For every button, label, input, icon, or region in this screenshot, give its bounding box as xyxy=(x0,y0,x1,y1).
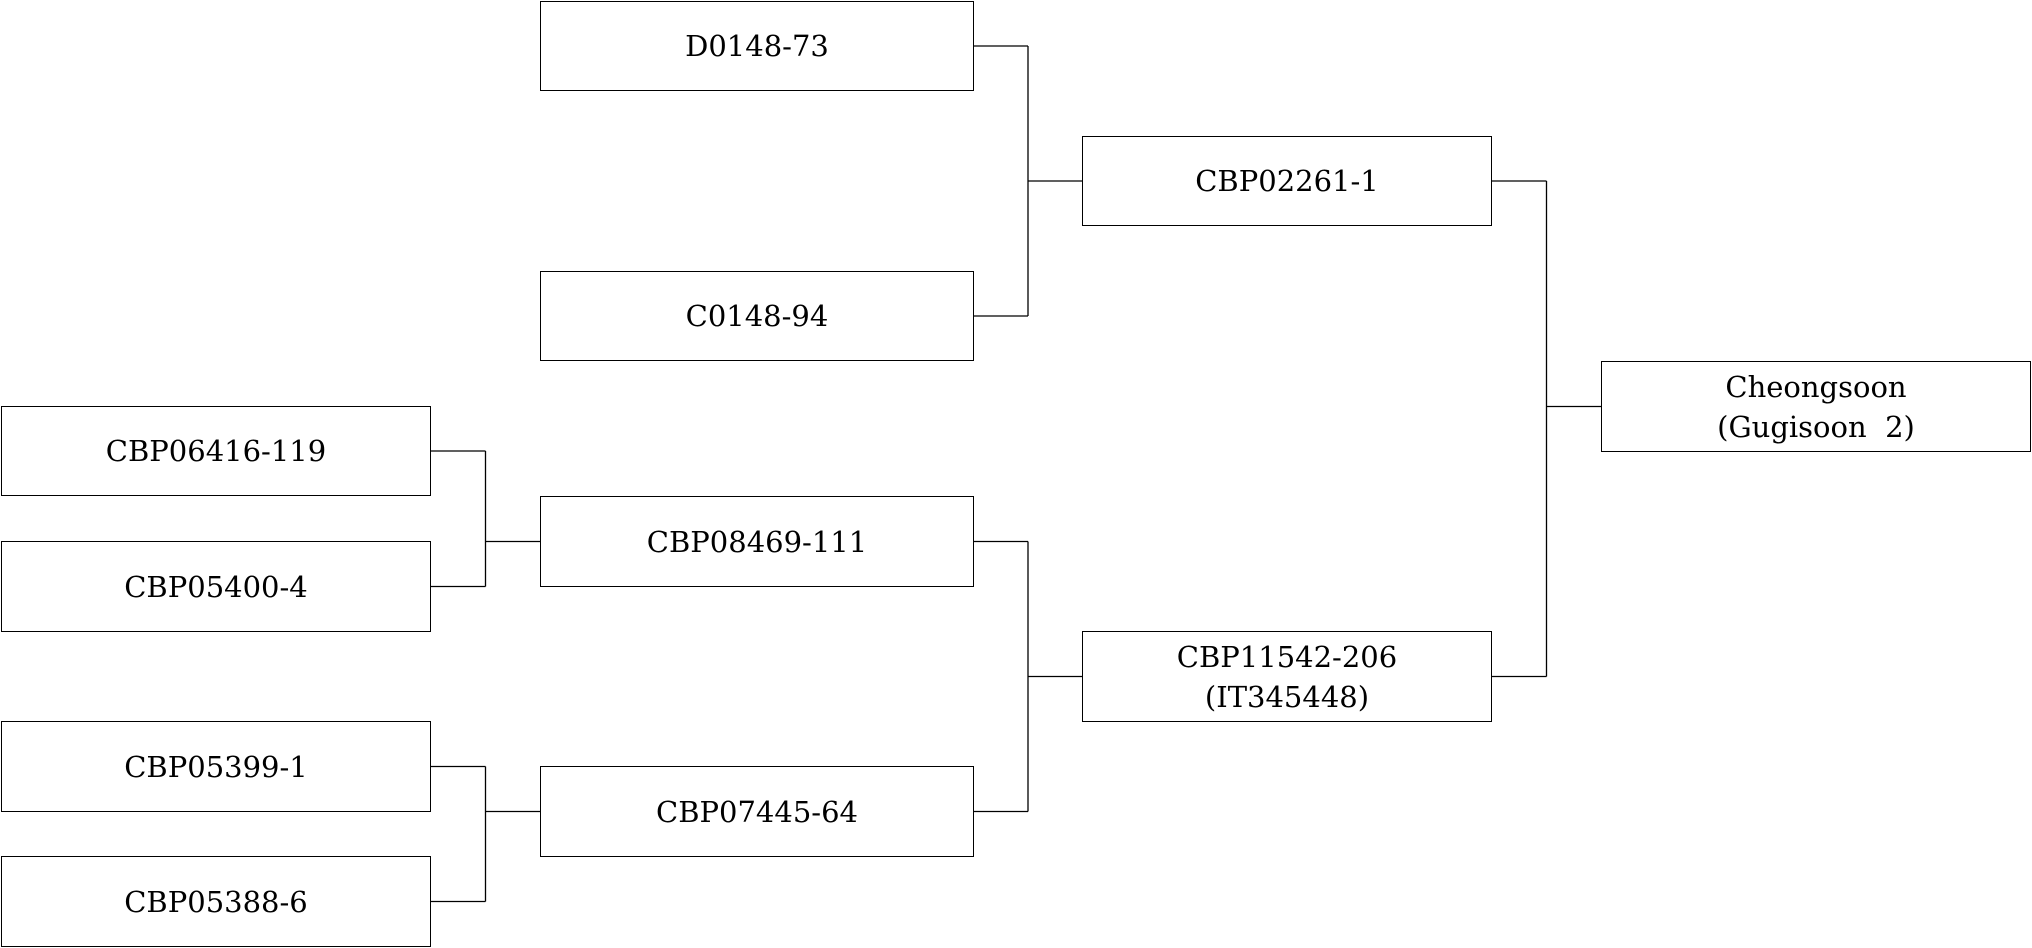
node-label-line2: (IT345448) xyxy=(1204,679,1370,714)
node-d0148-73: D0148-73 xyxy=(540,1,974,91)
node-label: CBP05388-6 xyxy=(124,884,308,919)
node-label: C0148-94 xyxy=(685,299,829,333)
node-cheongsoon: Cheongsoon (Gugisoon 2) xyxy=(1601,361,2031,452)
node-label-line2: (Gugisoon 2) xyxy=(1717,409,1915,444)
node-cbp02261-1: CBP02261-1 xyxy=(1082,136,1492,226)
node-label-line1: CBP11542-206 xyxy=(1176,639,1398,674)
node-cbp08469-111: CBP08469-111 xyxy=(540,496,974,587)
node-cbp06416-119: CBP06416-119 xyxy=(1,406,431,496)
node-label: CBP02261-1 xyxy=(1195,164,1379,198)
node-cbp05399-1: CBP05399-1 xyxy=(1,721,431,812)
node-label: CBP08469-111 xyxy=(646,524,868,559)
node-label: CBP05399-1 xyxy=(124,749,308,784)
node-c0148-94: C0148-94 xyxy=(540,271,974,361)
node-cbp11542-206: CBP11542-206 (IT345448) xyxy=(1082,631,1492,722)
node-label-line1: Cheongsoon xyxy=(1725,369,1907,404)
node-cbp07445-64: CBP07445-64 xyxy=(540,766,974,857)
node-cbp05388-6: CBP05388-6 xyxy=(1,856,431,947)
node-label: D0148-73 xyxy=(685,29,829,63)
node-cbp05400-4: CBP05400-4 xyxy=(1,541,431,632)
node-label: CBP07445-64 xyxy=(656,794,858,829)
node-label: CBP06416-119 xyxy=(105,434,327,468)
node-label: CBP05400-4 xyxy=(124,569,308,604)
